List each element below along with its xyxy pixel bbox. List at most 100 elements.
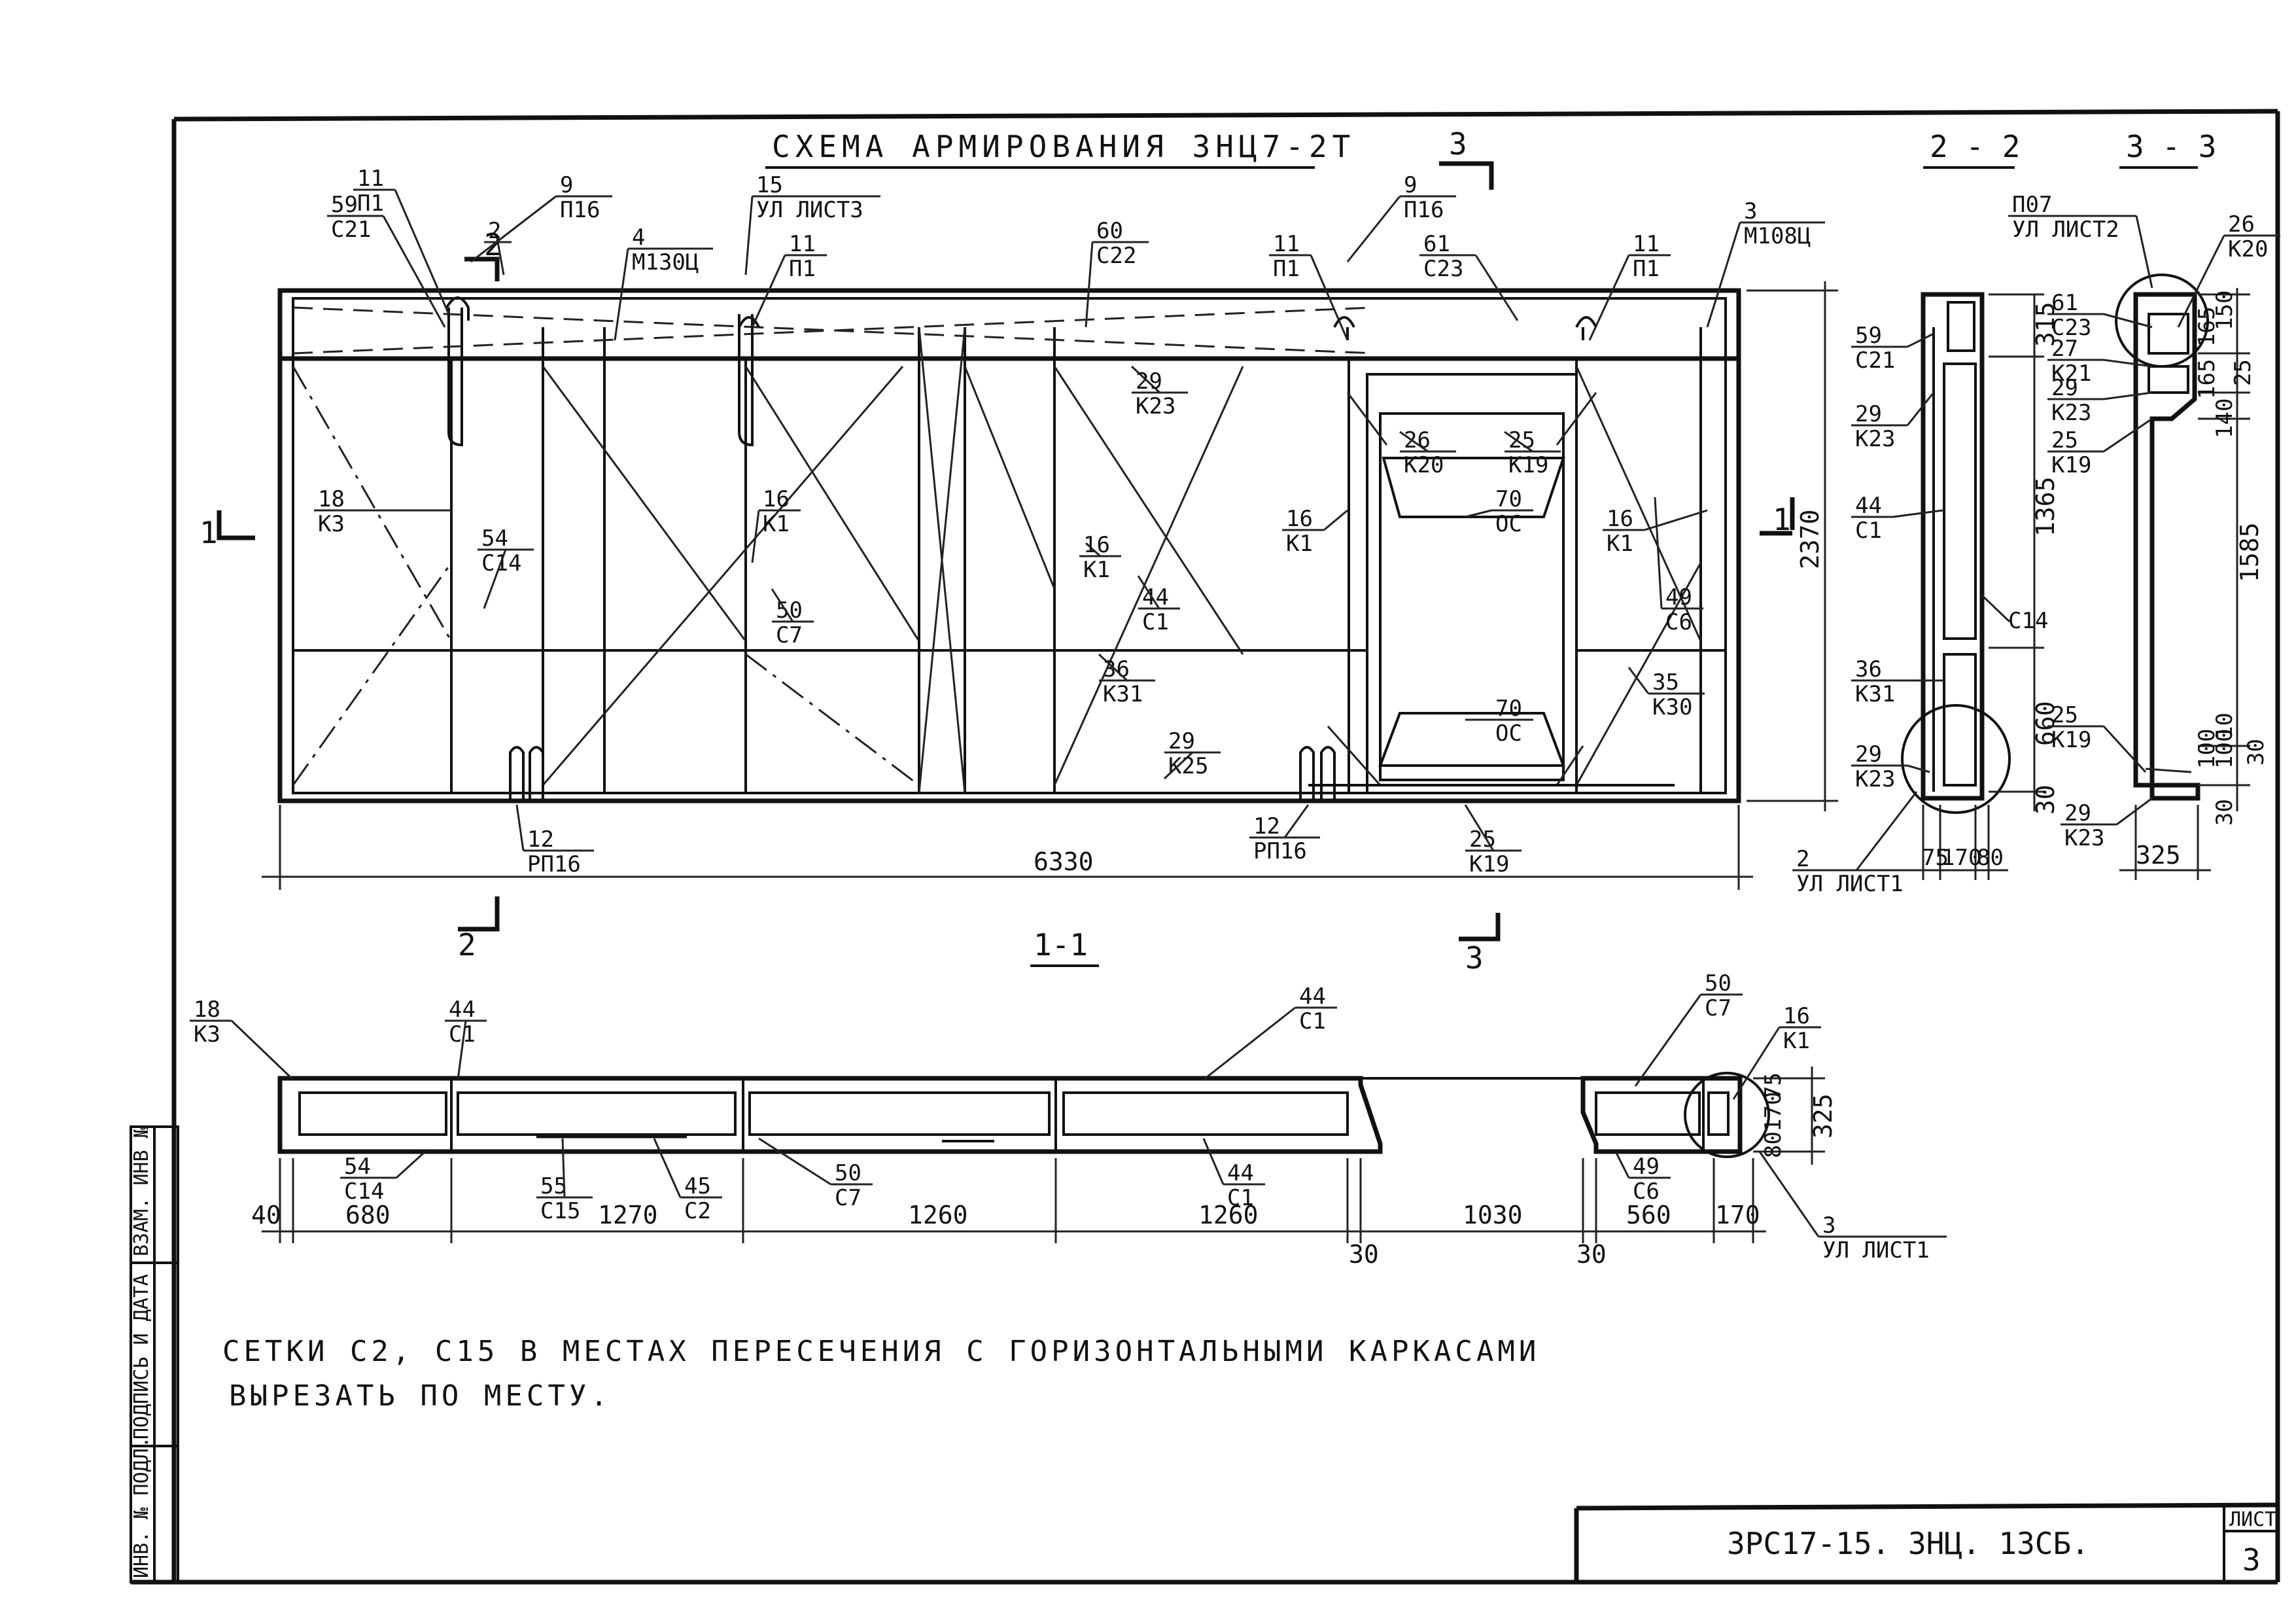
stamp-replaced-inv: ВЗАМ. ИНВ № xyxy=(130,1126,153,1256)
callout-mark: С6 xyxy=(1665,609,1692,635)
callout-mark: С22 xyxy=(1096,243,1136,269)
s33-dim-165b: 165 xyxy=(2194,359,2220,399)
callout-position-number: 50 xyxy=(1705,970,1731,997)
title-text: СХЕМА АРМИРОВАНИЯ ЗНЦ7-2Т xyxy=(772,129,1355,164)
callout-mark: С6 xyxy=(1633,1178,1660,1205)
callout-position-number: 16 xyxy=(1607,506,1633,532)
s11-dim-560: 560 xyxy=(1626,1201,1671,1229)
s33-dim-165a: 165 xyxy=(2194,307,2220,347)
callout-position-number: 59 xyxy=(331,192,358,218)
callout-position-number: 54 xyxy=(344,1154,371,1180)
callout-mark: П1 xyxy=(357,190,384,217)
callout-mark: С7 xyxy=(835,1185,861,1211)
callout-mark: С1 xyxy=(1299,1008,1326,1034)
callout-mark: К1 xyxy=(763,511,790,537)
callout-position-number: 49 xyxy=(1665,584,1692,610)
callout-mark: С23 xyxy=(1423,256,1463,282)
callout-mark: К19 xyxy=(1469,851,1509,877)
s11-dim-1260b: 1260 xyxy=(1198,1201,1259,1229)
section-mark-1-left: 1 xyxy=(200,515,218,550)
callout-position-number: 60 xyxy=(1096,218,1123,244)
s11-dim-1260a: 1260 xyxy=(908,1201,968,1229)
callout-position-number: 70 xyxy=(1495,486,1522,512)
s22-dim-v-660: 660 xyxy=(2031,701,2060,746)
callout-mark: ОС xyxy=(1495,720,1522,747)
section-mark-3-top: 3 xyxy=(1449,126,1467,162)
section-2-2-title: 2 - 2 xyxy=(1930,129,2020,164)
s22-mesh-c14: С14 xyxy=(2008,608,2048,634)
callout-position-number: 18 xyxy=(318,486,345,512)
callout-position-number: 49 xyxy=(1633,1154,1660,1180)
callout-mark: УЛ ЛИСТ1 xyxy=(1796,871,1904,897)
s11-height-dim: 325 xyxy=(1809,1093,1837,1139)
s11-dim-v-80: 80 xyxy=(1760,1131,1786,1158)
callout-mark: УЛ ЛИСТ2 xyxy=(2012,217,2119,243)
callout-mark: К31 xyxy=(1855,681,1895,707)
callout-mark: С1 xyxy=(1227,1185,1254,1211)
s33-dim-30b: 30 xyxy=(2243,739,2269,766)
callout-position-number: 12 xyxy=(1253,813,1280,839)
stamp-texts: ИНВ. № ПОДЛ. ПОДПИСЬ И ДАТА ВЗАМ. ИНВ № … xyxy=(130,1126,2276,1578)
callout-mark: С14 xyxy=(344,1178,384,1205)
callout-2: 2 xyxy=(484,218,512,275)
sheet-number: 3 xyxy=(2242,1542,2261,1578)
callout-mark: К1 xyxy=(1783,1028,1810,1054)
s33-dim-30a: 30 xyxy=(2212,799,2238,826)
callout-position-number: 26 xyxy=(2228,211,2255,238)
s11-dim-680: 680 xyxy=(345,1201,391,1229)
callout-position-number: 45 xyxy=(684,1173,711,1199)
callout-mark: УЛ ЛИСТ1 xyxy=(1822,1237,1930,1263)
s11-dim-v-170: 170 xyxy=(1760,1092,1786,1132)
s22-dim-h-170: 170 xyxy=(1941,845,1981,871)
s11-dim-170: 170 xyxy=(1715,1201,1760,1229)
callout-mark: РП16 xyxy=(527,851,581,877)
callout-mark: К23 xyxy=(1136,393,1175,419)
callout-position-number: 27 xyxy=(2051,336,2078,362)
callout-position-number: 3 xyxy=(1822,1212,1835,1239)
callout-position-number: 70 xyxy=(1495,696,1522,722)
callout-ул-лист1: 2УЛ ЛИСТ1 xyxy=(1792,791,1921,897)
section-2-2: 315 1365 660 30 75 170 80 С14 xyxy=(1901,292,2060,880)
stamp-signature-date: ПОДПИСЬ И ДАТА xyxy=(130,1274,153,1439)
callout-position-number: 16 xyxy=(763,486,790,512)
callout-mark: С21 xyxy=(1855,347,1895,374)
section-1-1-title: 1-1 xyxy=(1034,927,1088,962)
callout-position-number: 15 xyxy=(756,172,783,198)
callout-mark: П1 xyxy=(1633,256,1660,282)
callout-mark: К3 xyxy=(194,1021,220,1048)
section-marks: 1 1 2 2 3 3 xyxy=(200,126,1795,976)
callout-mark: П16 xyxy=(560,197,600,223)
s33-dim-25: 25 xyxy=(2230,359,2256,386)
callout-position-number: 11 xyxy=(1633,231,1660,257)
drawing-title: СХЕМА АРМИРОВАНИЯ ЗНЦ7-2Т 2 - 2 3 - 3 1-… xyxy=(765,129,2216,967)
callout-position-number: 2 xyxy=(1796,846,1809,872)
callout-position-number: 18 xyxy=(194,997,220,1023)
s11-dim-30a: 30 xyxy=(1349,1240,1379,1269)
